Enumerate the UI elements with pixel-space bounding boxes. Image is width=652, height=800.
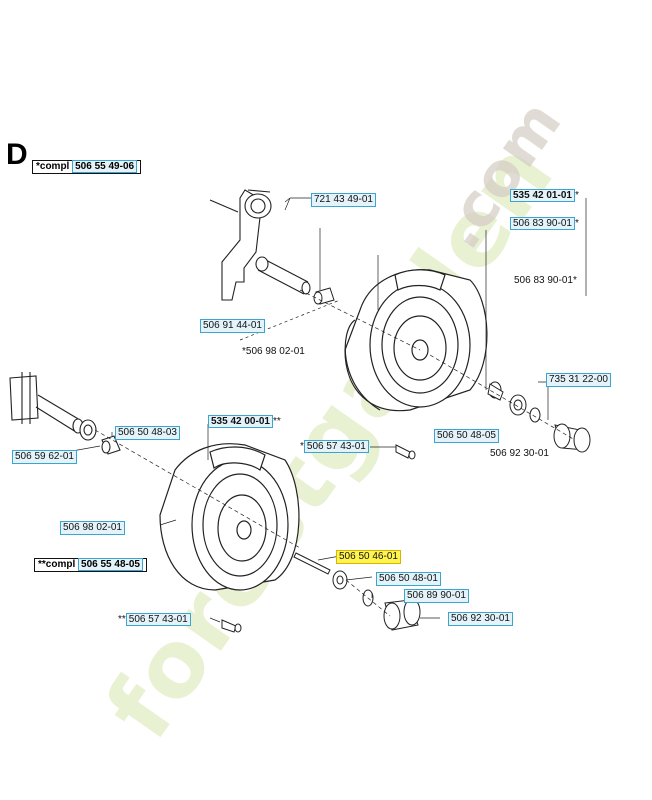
callout-506-57-43-01a[interactable]: 506 57 43-01 [303,440,369,453]
upper-leaders [239,197,587,441]
callout-506-98-02-01a[interactable]: *506 98 02-01 [242,346,305,357]
kit-part-upper[interactable]: 506 55 49-06 [72,160,138,173]
section-letter: D [6,138,28,171]
callout-535-42-01-01-mark: * [574,190,579,201]
callout-535-42-00-01-mark: ** [272,416,281,427]
callout-506-83-90-01a-mark: * [574,218,579,229]
kit-part-lower[interactable]: 506 55 48-05 [78,558,143,571]
callout-506-92-30-01b[interactable]: 506 92 30-01 [448,612,513,626]
callout-506-57-43-01a-group: *506 57 43-01 [298,440,371,453]
kit-label-upper: *compl 506 55 49-06 [32,160,142,174]
callout-535-42-00-01[interactable]: 535 42 00-01 [208,415,273,428]
callout-535-42-01-01-group: 535 42 01-01* [508,189,581,202]
callout-506-91-44-01[interactable]: 506 91 44-01 [200,319,265,333]
callout-506-83-90-01b[interactable]: 506 83 90-01* [514,275,577,286]
callout-535-42-01-01[interactable]: 535 42 01-01 [510,189,575,202]
callout-506-57-43-01b-group: **506 57 43-01 [116,613,193,626]
callout-506-50-46-01-highlighted[interactable]: 506 50 46-01 [336,550,401,564]
bracket [209,189,311,301]
lower-wheel [159,443,300,591]
callout-735-31-22-00[interactable]: 735 31 22-00 [546,373,611,387]
upper-right-parts [487,381,591,453]
lower-axle [9,372,121,455]
callout-506-92-30-01a[interactable]: 506 92 30-01 [490,448,549,459]
callout-506-50-48-05[interactable]: 506 50 48-05 [434,429,499,443]
kit-prefix-upper: *compl [36,161,73,172]
callout-535-42-00-01-group: 535 42 00-01** [206,415,283,428]
callout-506-89-90-01[interactable]: 506 89 90-01 [404,589,469,603]
kit-label-lower: **compl 506 55 48-05 [34,558,147,572]
callout-506-57-43-01a-mark: * [300,441,304,452]
callout-506-98-02-01b[interactable]: 506 98 02-01 [60,521,125,535]
callout-506-83-90-01a-group: 506 83 90-01* [508,217,581,230]
callout-506-50-48-01[interactable]: 506 50 48-01 [376,572,441,586]
callout-721-43-49-01[interactable]: 721 43 49-01 [311,193,376,207]
bushing-upper [313,287,335,305]
kit-prefix-lower: **compl [38,559,79,570]
callout-506-59-62-01[interactable]: 506 59 62-01 [12,450,77,464]
upper-wheel [344,269,488,412]
callout-506-83-90-01a[interactable]: 506 83 90-01 [510,217,575,230]
callout-506-50-48-03[interactable]: 506 50 48-03 [115,426,180,440]
lower-right-parts [221,444,421,633]
callout-506-57-43-01b-mark: ** [118,614,126,625]
callout-506-57-43-01b[interactable]: 506 57 43-01 [125,613,191,626]
